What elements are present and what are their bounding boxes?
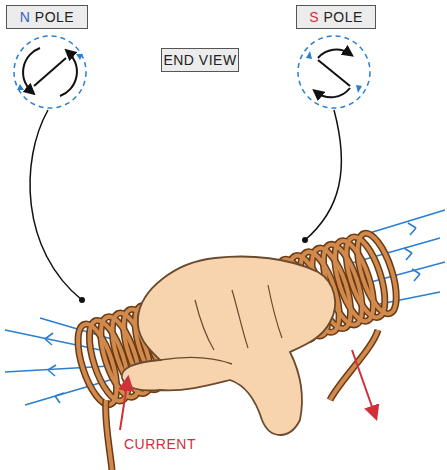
box-text: S POLE [309,9,363,25]
view-label-box: END VIEW [161,48,239,72]
box-text: END VIEW [163,52,236,68]
pole-label-box: S POLE [296,5,376,29]
current-label: CURRENT [124,436,196,452]
end-view-s [298,36,370,108]
box-text: N POLE [20,9,74,25]
end-view-n [14,36,86,108]
pole-label-box: N POLE [6,5,88,29]
